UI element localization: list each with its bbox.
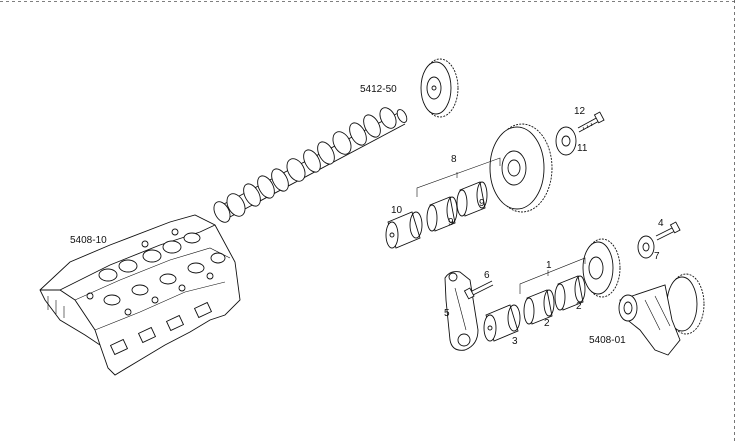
label-cylinder-head: 5408-10 (70, 235, 107, 246)
label-part-12: 12 (574, 106, 586, 117)
bushing-lower-a (523, 289, 555, 325)
bushing-lower-b (554, 275, 586, 311)
bolt-lower (655, 221, 681, 241)
label-part-7: 7 (654, 251, 660, 262)
idler-gear-lower (582, 238, 621, 298)
label-part-5: 5 (444, 308, 450, 319)
label-part-3: 3 (512, 336, 518, 347)
group-bracket-1 (519, 257, 586, 294)
label-part-10: 10 (391, 205, 403, 216)
label-crankshaft: 5408-01 (589, 335, 626, 346)
label-part-2b: 2 (576, 301, 582, 312)
idler-shaft-lower (483, 304, 521, 342)
label-part-4: 4 (658, 218, 664, 229)
label-part-6: 6 (484, 270, 490, 281)
bolt-link (463, 280, 494, 300)
label-part-1: 1 (546, 260, 552, 271)
cylinder-head (39, 214, 241, 376)
bushing-upper-a (426, 196, 458, 232)
label-part-8: 8 (451, 154, 457, 165)
camshaft-gear (420, 58, 459, 118)
crankshaft (618, 273, 705, 356)
label-camshaft-gear: 5412-50 (360, 84, 397, 95)
thrust-plate-upper (555, 126, 577, 156)
thrust-plate-lower (637, 235, 655, 259)
camshaft (213, 107, 408, 223)
label-part-9b: 9 (479, 198, 485, 209)
group-bracket-8 (416, 157, 501, 197)
bolt-upper (577, 111, 605, 133)
idler-gear-upper (489, 123, 553, 213)
connecting-link (444, 271, 479, 351)
bushing-upper-b (456, 181, 488, 217)
label-part-11: 11 (577, 143, 588, 154)
label-part-2a: 2 (544, 318, 550, 329)
label-part-9a: 9 (448, 217, 454, 228)
idler-shaft-upper (385, 211, 423, 249)
